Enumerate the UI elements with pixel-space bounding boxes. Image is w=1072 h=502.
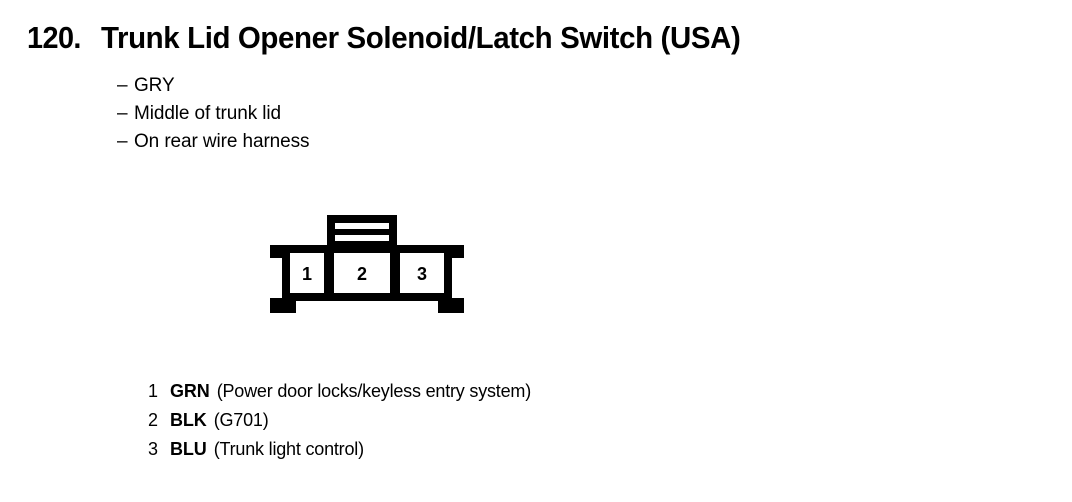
dash-icon: – [117, 103, 128, 124]
pin-legend: 1 GRN (Power door locks/keyless entry sy… [148, 377, 531, 464]
pin-number-2: 2 [357, 264, 367, 284]
note-item: – GRY [117, 72, 309, 100]
note-label: On rear wire harness [134, 131, 310, 152]
legend-row: 2 BLK (G701) [148, 406, 531, 435]
legend-description: (G701) [213, 410, 269, 430]
legend-pin-number: 1 [148, 381, 159, 401]
note-item: – Middle of trunk lid [117, 100, 309, 128]
legend-wire-color: BLU [170, 439, 207, 459]
legend-description: (Trunk light control) [213, 439, 364, 459]
legend-pin-number: 2 [148, 410, 159, 430]
dash-icon: – [117, 75, 128, 96]
note-label: Middle of trunk lid [134, 103, 282, 124]
connector-outline [270, 215, 464, 313]
connector-diagram: 1 2 3 [252, 212, 482, 322]
legend-wire-color: BLK [170, 410, 207, 430]
pin-number-1: 1 [302, 264, 312, 284]
page-title: 120. Trunk Lid Opener Solenoid/Latch Swi… [27, 20, 774, 56]
pin-number-3: 3 [417, 264, 427, 284]
legend-row: 1 GRN (Power door locks/keyless entry sy… [148, 377, 531, 406]
note-item: – On rear wire harness [117, 128, 310, 156]
legend-wire-color: GRN [170, 381, 210, 401]
legend-row: 3 BLU (Trunk light control) [148, 435, 531, 464]
item-number: 120. [27, 20, 81, 55]
legend-description: (Power door locks/keyless entry system) [216, 381, 531, 401]
dash-icon: – [117, 131, 128, 152]
connector-illustration: 1 2 3 [270, 215, 464, 313]
legend-pin-number: 3 [148, 439, 159, 459]
title-text: Trunk Lid Opener Solenoid/Latch Switch (… [100, 20, 741, 55]
notes-list: – GRY – Middle of trunk lid – On rear wi… [117, 72, 310, 156]
note-label: GRY [134, 75, 175, 96]
